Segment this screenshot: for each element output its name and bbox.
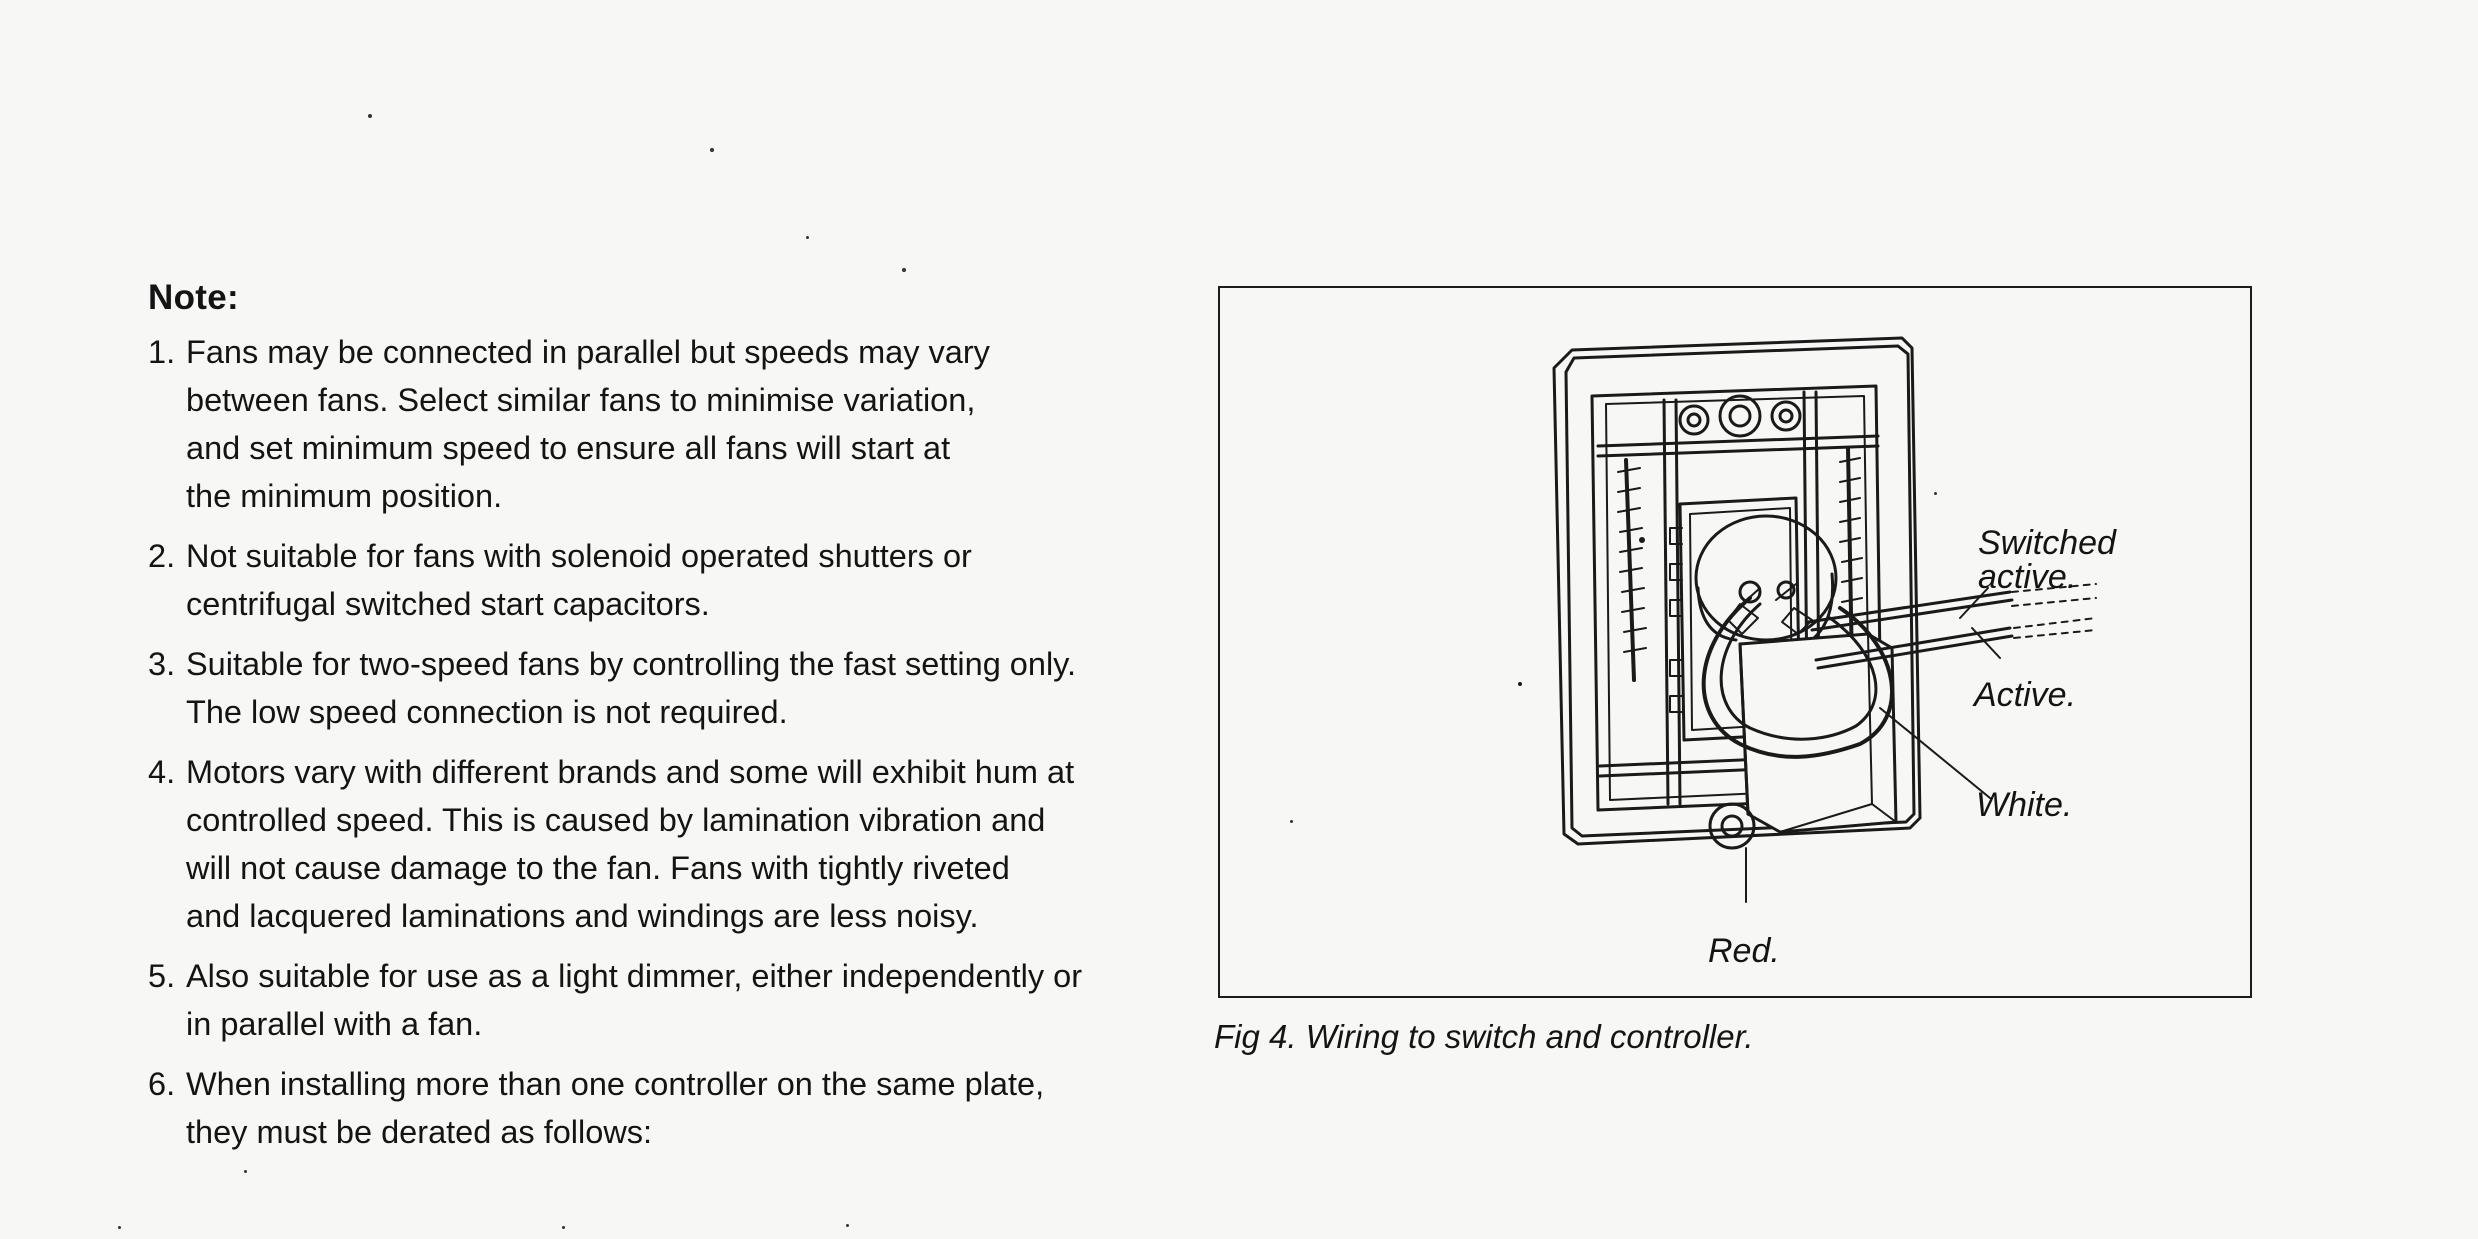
note-number: 4. <box>148 754 176 790</box>
note-number: 3. <box>148 646 176 682</box>
notes-section: Note: 1. Fans may be connected in parall… <box>148 278 1188 1168</box>
scan-speck <box>846 1224 849 1227</box>
note-number: 6. <box>148 1066 176 1102</box>
note-number: 5. <box>148 958 176 994</box>
note-item: 1. Fans may be connected in parallel but… <box>148 328 1188 520</box>
figure-caption: Fig 4. Wiring to switch and controller. <box>1214 1018 1754 1055</box>
scan-speck <box>244 1170 247 1173</box>
note-number: 2. <box>148 538 176 574</box>
note-text: When installing more than one controller… <box>186 1066 1045 1150</box>
note-number: 1. <box>148 334 176 370</box>
scan-speck <box>902 268 906 272</box>
scan-speck <box>1290 820 1293 823</box>
note-text: Also suitable for use as a light dimmer,… <box>186 958 1083 1042</box>
note-item: 6. When installing more than one control… <box>148 1060 1188 1156</box>
wiring-diagram-illustration <box>1518 336 2097 903</box>
label-red: Red. <box>1708 932 1780 970</box>
note-item: 2. Not suitable for fans with solenoid o… <box>148 532 1188 628</box>
note-item: 4. Motors vary with different brands and… <box>148 748 1188 940</box>
note-text: Motors vary with different brands and so… <box>186 754 1075 934</box>
label-switched-active: Switched active. <box>1978 524 2116 596</box>
note-item: 3. Suitable for two-speed fans by contro… <box>148 640 1188 736</box>
note-text: Suitable for two-speed fans by controlli… <box>186 646 1077 730</box>
scan-speck <box>118 1226 121 1229</box>
note-item: 5. Also suitable for use as a light dimm… <box>148 952 1188 1048</box>
scan-speck <box>368 114 372 118</box>
scan-speck <box>562 1226 565 1229</box>
notes-title: Note: <box>148 278 239 317</box>
label-active: Active. <box>1974 676 2077 714</box>
label-white: White. <box>1976 786 2073 824</box>
scan-speck <box>1934 492 1937 495</box>
wiring-figure: Switched active. Active. White. Red. <box>1218 286 2252 998</box>
scan-speck <box>710 148 714 152</box>
note-text: Not suitable for fans with solenoid oper… <box>186 538 972 622</box>
notes-list: 1. Fans may be connected in parallel but… <box>148 328 1188 1156</box>
scan-speck <box>806 236 809 239</box>
note-text: Fans may be connected in parallel but sp… <box>186 334 990 514</box>
